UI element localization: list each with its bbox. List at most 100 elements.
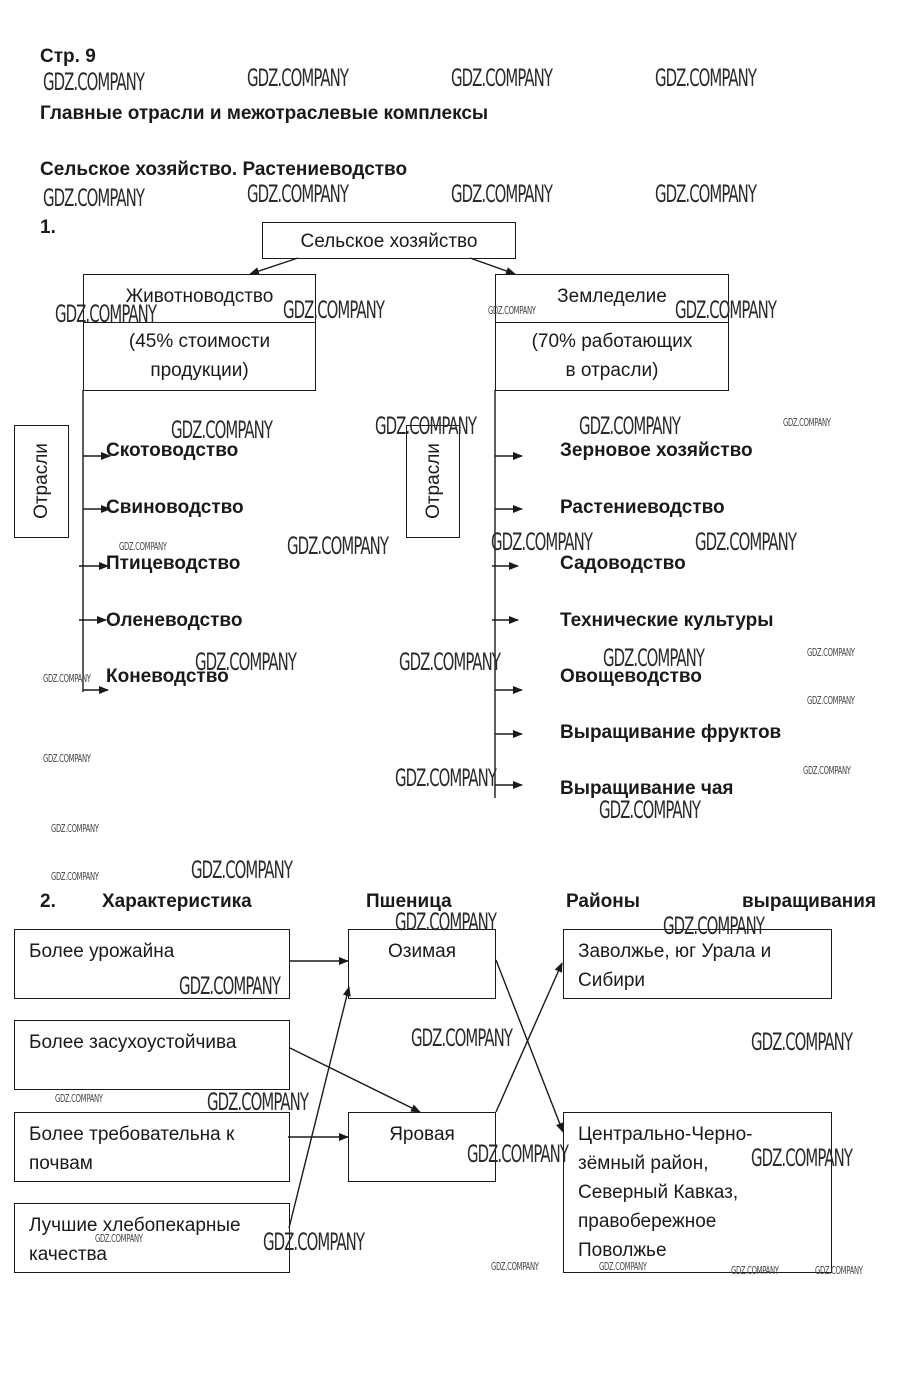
wheat-spring-label: Яровая — [389, 1124, 455, 1145]
watermark: GDZ.COMPANY — [43, 184, 145, 212]
region-line: правобережное — [578, 1211, 717, 1232]
section-title: Главные отрасли и межотраслевые комплекс… — [40, 103, 489, 124]
watermark: GDZ.COMPANY — [655, 64, 757, 92]
subsection-title: Сельское хозяйство. Растениеводство — [40, 159, 408, 180]
header-wheat: Пшеница — [366, 891, 452, 912]
region-line: зёмный район, — [578, 1153, 709, 1174]
watermark: GDZ.COMPANY — [488, 304, 536, 317]
watermark: GDZ.COMPANY — [807, 694, 855, 707]
watermark: GDZ.COMPANY — [803, 764, 851, 777]
task2-number: 2. — [40, 891, 56, 912]
watermark: GDZ.COMPANY — [247, 180, 349, 208]
watermark: GDZ.COMPANY — [191, 856, 293, 884]
watermark: GDZ.COMPANY — [783, 416, 831, 429]
watermark: GDZ.COMPANY — [491, 1260, 539, 1273]
watermark: GDZ.COMPANY — [55, 1092, 103, 1105]
farming-branch: Овощеводство — [560, 666, 702, 687]
characteristic-line1: Более засухоустойчива — [29, 1032, 237, 1053]
farming-branch: Садоводство — [560, 553, 686, 574]
watermark: GDZ.COMPANY — [43, 752, 91, 765]
characteristic-line1: Более требовательна к — [29, 1124, 235, 1145]
left-branches-label: Отрасли — [31, 443, 52, 519]
watermark: GDZ.COMPANY — [451, 64, 553, 92]
watermark: GDZ.COMPANY — [283, 296, 385, 324]
watermark: GDZ.COMPANY — [655, 180, 757, 208]
characteristic-box: Лучшие хлебопекарные качества — [14, 1203, 290, 1273]
farming-branch: Зерновое хозяйство — [560, 440, 753, 461]
livestock-note-line2: продукции) — [150, 360, 249, 381]
root-box: Сельское хозяйство — [262, 222, 516, 259]
watermark: GDZ.COMPANY — [751, 1028, 853, 1056]
livestock-branch: Птицеводство — [106, 553, 241, 574]
header-regions-1: Районы — [566, 891, 640, 912]
watermark: GDZ.COMPANY — [395, 908, 497, 936]
watermark: GDZ.COMPANY — [411, 1024, 513, 1052]
region-line: Поволжье — [578, 1240, 667, 1261]
characteristic-box: Более требовательна к почвам — [14, 1112, 290, 1182]
page-label: Стр. 9 — [40, 46, 96, 67]
livestock-branch: Оленеводство — [106, 610, 243, 631]
watermark: GDZ.COMPANY — [815, 1264, 863, 1277]
watermark: GDZ.COMPANY — [375, 412, 477, 440]
watermark: GDZ.COMPANY — [51, 870, 99, 883]
region-box-chernozem: Центрально-Черно- зёмный район, Северный… — [563, 1112, 832, 1273]
livestock-branch: Скотоводство — [106, 440, 239, 461]
watermark: GDZ.COMPANY — [599, 796, 701, 824]
watermark: GDZ.COMPANY — [179, 972, 281, 1000]
arrow-root-to-farming — [469, 257, 516, 275]
watermark: GDZ.COMPANY — [451, 180, 553, 208]
farming-branch: Выращивание чая — [560, 778, 734, 799]
watermark: GDZ.COMPANY — [399, 648, 501, 676]
characteristic-box: Более урожайна — [14, 929, 290, 999]
region-box-volga: Заволжье, юг Урала и Сибири — [563, 929, 832, 999]
characteristic-line1: Более урожайна — [29, 941, 175, 962]
wheat-winter-box: Озимая — [348, 929, 496, 999]
livestock-box: Животноводство (45% стоимости продукции) — [83, 274, 316, 391]
farming-branch: Технические культуры — [560, 610, 774, 631]
livestock-note-line1: (45% стоимости — [128, 331, 271, 352]
region-line: Сибири — [578, 970, 646, 991]
task1-number: 1. — [40, 217, 56, 238]
characteristic-line2: качества — [29, 1244, 107, 1265]
watermark: GDZ.COMPANY — [207, 1088, 309, 1116]
livestock-title: Животноводство — [84, 275, 315, 323]
watermark: GDZ.COMPANY — [119, 540, 167, 553]
watermark: GDZ.COMPANY — [599, 1260, 647, 1273]
root-label: Сельское хозяйство — [300, 231, 478, 252]
watermark: GDZ.COMPANY — [51, 822, 99, 835]
watermark: GDZ.COMPANY — [675, 296, 777, 324]
farming-title: Земледелие — [496, 275, 728, 323]
region-line: Северный Кавказ, — [578, 1182, 739, 1203]
watermark: GDZ.COMPANY — [55, 300, 157, 328]
farming-note-line2: в отрасли) — [565, 360, 659, 381]
right-branches-label-box: Отрасли — [406, 425, 460, 538]
watermark: GDZ.COMPANY — [695, 528, 797, 556]
wheat-winter-label: Озимая — [387, 941, 457, 962]
watermark: GDZ.COMPANY — [43, 68, 145, 96]
watermark: GDZ.COMPANY — [195, 648, 297, 676]
watermark: GDZ.COMPANY — [263, 1228, 365, 1256]
watermark: GDZ.COMPANY — [731, 1264, 779, 1277]
arrow-root-to-livestock — [249, 257, 299, 275]
watermark: GDZ.COMPANY — [491, 528, 593, 556]
watermark: GDZ.COMPANY — [807, 646, 855, 659]
watermark: GDZ.COMPANY — [95, 1232, 143, 1245]
farming-box: Земледелие (70% работающих в отрасли) — [495, 274, 729, 391]
watermark: GDZ.COMPANY — [43, 672, 91, 685]
watermark: GDZ.COMPANY — [663, 912, 765, 940]
header-regions-2: выращивания — [742, 891, 877, 912]
watermark: GDZ.COMPANY — [603, 644, 705, 672]
characteristic-line1: Лучшие хлебопекарные — [29, 1215, 241, 1236]
watermark: GDZ.COMPANY — [287, 532, 389, 560]
left-branches-label-box: Отрасли — [14, 425, 69, 538]
watermark: GDZ.COMPANY — [579, 412, 681, 440]
region-line: Заволжье, юг Урала и — [578, 941, 772, 962]
header-characteristic: Характеристика — [102, 891, 252, 912]
characteristic-line2: почвам — [29, 1153, 93, 1174]
livestock-branch: Свиноводство — [106, 497, 244, 518]
characteristic-box: Более засухоустойчива — [14, 1020, 290, 1090]
farming-note-line1: (70% работающих — [531, 331, 693, 352]
livestock-branch: Коневодство — [106, 666, 229, 687]
watermark: GDZ.COMPANY — [395, 764, 497, 792]
region-line: Центрально-Черно- — [578, 1124, 753, 1145]
